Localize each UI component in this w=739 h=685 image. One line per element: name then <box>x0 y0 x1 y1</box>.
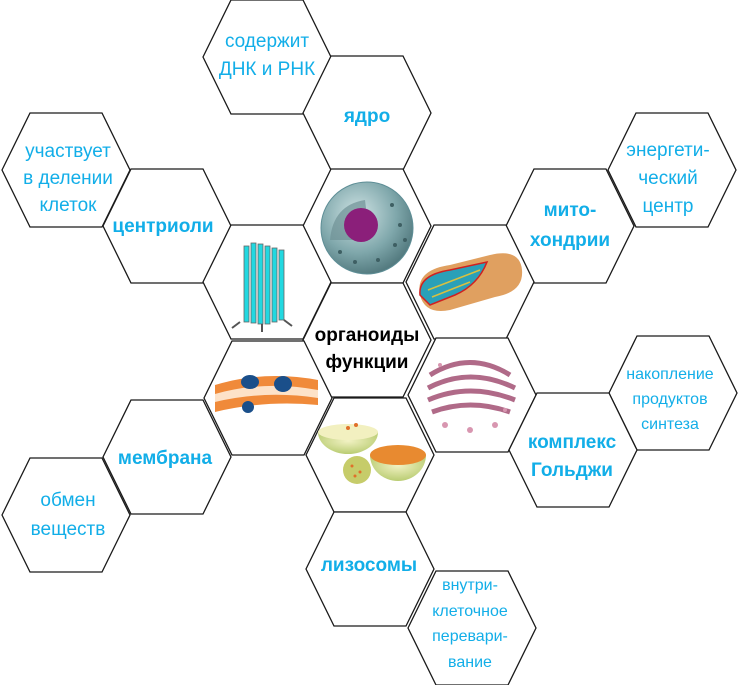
text-line: органоиды <box>315 325 420 346</box>
text-line: мито- <box>544 200 597 221</box>
text-line: синтеза <box>641 416 699 433</box>
centrioles-label: центриоли <box>112 216 213 237</box>
golgi-label: комплекс Гольджи <box>528 432 617 481</box>
lysosomes-label: лизосомы <box>321 555 417 576</box>
mitochondria-image <box>419 253 523 311</box>
text-line: комплекс <box>528 432 617 453</box>
text-line: хондрии <box>530 230 610 251</box>
text-line: энергети- <box>626 140 709 161</box>
text-line: перевари- <box>432 628 508 645</box>
text-line: обмен <box>40 490 95 511</box>
nucleus-function: содержит ДНК и РНК <box>219 31 315 80</box>
text-line: накопление <box>626 366 713 383</box>
centrioles-function: участвует в делении клеток <box>23 141 113 216</box>
text-line: клеток <box>40 195 98 216</box>
text-line: ческий <box>638 168 698 189</box>
text-line: функции <box>326 352 409 373</box>
text-line: клеточное <box>432 603 508 620</box>
text-line: веществ <box>31 519 106 540</box>
membrane-label: мембрана <box>118 448 213 469</box>
hex-membrane-function <box>1 457 131 573</box>
hex-golgi-label <box>508 392 638 508</box>
nucleus-label: ядро <box>343 106 390 127</box>
center-title: органоиды функции <box>315 325 420 373</box>
hex-lysosomes-label <box>305 511 435 627</box>
text-line: вание <box>448 654 492 671</box>
hex-lysosomes-function <box>407 570 537 685</box>
mitochondria-function: энергети- ческий центр <box>626 140 709 217</box>
lysosome-image <box>318 423 426 484</box>
lysosomes-function: внутри- клеточное перевари- вание <box>432 577 508 671</box>
centriole-image <box>231 242 293 332</box>
text-line: продуктов <box>632 391 707 408</box>
text-line: Гольджи <box>531 460 613 481</box>
text-line: участвует <box>25 141 111 162</box>
hex-mitochondria-function <box>607 112 737 228</box>
hex-membrane-label <box>102 399 232 515</box>
text-line: содержит <box>225 31 309 52</box>
golgi-function: накопление продуктов синтеза <box>626 366 713 433</box>
text-line: в делении <box>23 168 113 189</box>
mitochondria-label: мито- хондрии <box>530 200 610 251</box>
text-line: ДНК и РНК <box>219 59 315 80</box>
nucleus-image <box>320 181 414 275</box>
text-line: центр <box>643 196 694 217</box>
golgi-image <box>426 360 517 433</box>
membrane-image <box>215 375 318 413</box>
membrane-function: обмен веществ <box>31 490 106 540</box>
text-line: внутри- <box>442 577 498 594</box>
